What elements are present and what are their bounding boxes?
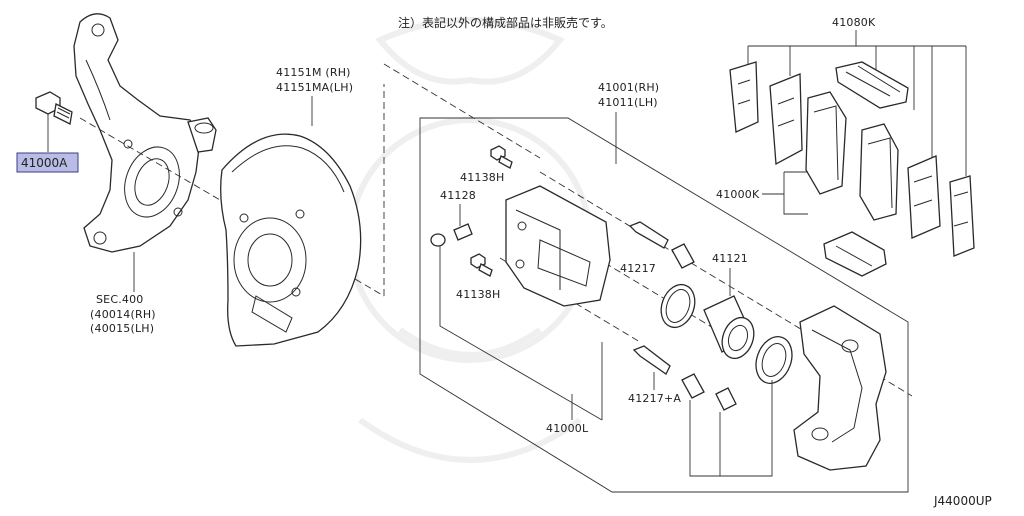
piston-seal[interactable] [655,280,700,332]
slide-pin-bottom-label[interactable]: 41217+A [628,392,681,405]
caliper-piston[interactable] [703,295,759,363]
caliper-bracket[interactable] [793,305,887,471]
bleeder-top-label[interactable]: 41138H [460,171,504,184]
shield-lh-label[interactable]: 41151MA(LH) [276,81,353,94]
guide-dash-1 [539,171,913,397]
repair-kit-bracket [439,246,603,421]
caliper-assembly-frame [419,117,909,493]
caliper-lh-label[interactable]: 41011(LH) [598,96,658,109]
slide-pin-top-label[interactable]: 41217 [620,262,656,275]
pad-retainer-clips[interactable] [835,61,909,109]
knuckle-sec-label[interactable]: SEC.400 [96,293,144,306]
part-41000a-highlight[interactable] [16,152,79,173]
frame-dash-top [383,63,541,159]
repair-kit-label[interactable]: 41000L [546,422,589,435]
pad-set-bracket [762,171,808,215]
shield-rh-label[interactable]: 41151M (RH) [276,66,351,79]
piston-seal-label[interactable]: 41121 [712,252,748,265]
diagram-code: J44000UP [933,494,992,508]
pad-kit-drops [747,46,967,176]
pad-spring[interactable] [949,175,975,257]
hub-bolt[interactable] [35,91,73,125]
piston-boot[interactable] [750,332,798,389]
slide-pin-top[interactable] [628,221,695,269]
brake-pad-inner[interactable] [859,123,899,221]
kit-line-2 [689,380,773,477]
bleeder-cap[interactable] [430,223,473,247]
knuckle-rh-label: (40014(RH) [90,308,156,321]
brake-pad-outer[interactable] [805,91,847,195]
slide-pin-bottom[interactable] [632,345,737,411]
caliper-rh-label[interactable]: 41001(RH) [598,81,659,94]
pad-clip-bottom[interactable] [823,231,887,277]
knuckle-lh-label: (40015(LH) [90,322,154,335]
pad-set-label[interactable]: 41000K [716,188,760,201]
bleeder-screw-top[interactable] [490,145,513,169]
anti-squeal-shim[interactable] [907,155,941,239]
dust-shield[interactable] [220,133,362,347]
pad-shim-2[interactable] [769,73,803,166]
bleeder-bottom-label[interactable]: 41138H [456,288,500,301]
bleeder-screw-bottom[interactable] [470,253,493,277]
header-note: 注）表記以外の構成部品は非販売です。 [398,15,613,30]
steering-knuckle[interactable] [73,13,217,253]
bolt-label[interactable]: 41000A [21,156,68,170]
pad-shim-1[interactable] [729,61,759,133]
caliper-body[interactable] [505,185,611,307]
pad-kit-label[interactable]: 41080K [832,16,876,29]
guide-dash-2 [519,211,741,345]
bleeder-cap-label[interactable]: 41128 [440,189,476,202]
